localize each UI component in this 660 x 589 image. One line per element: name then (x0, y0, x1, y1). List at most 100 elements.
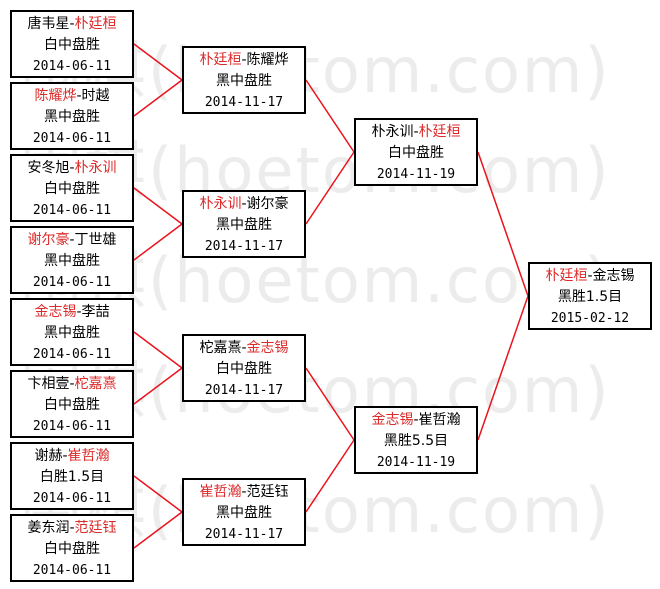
player-separator: - (413, 124, 419, 140)
player-white: 陈耀烨 (246, 52, 289, 68)
player-black: 柁嘉熹 (199, 340, 242, 356)
player-black: 陈耀烨 (34, 88, 77, 104)
bracket-connector (133, 187, 183, 225)
match-players: 陈耀烨-时越 (12, 86, 132, 107)
bracket-connector (133, 79, 183, 117)
match-players: 柁嘉熹-金志锡 (184, 338, 304, 359)
match-result: 白中盘胜 (216, 361, 272, 377)
bracket-connector (305, 367, 355, 441)
match-players: 金志锡-崔哲瀚 (356, 410, 476, 431)
player-black: 朴廷桓 (545, 268, 588, 284)
player-black: 朴永训 (199, 196, 242, 212)
player-white: 朴廷桓 (74, 16, 117, 32)
player-white: 李喆 (81, 304, 110, 320)
match-date: 2014-11-19 (376, 455, 456, 470)
player-separator: - (587, 268, 593, 284)
match-date: 2014-06-11 (32, 59, 112, 74)
bracket-connector (305, 79, 355, 153)
match-result: 黑胜1.5目 (557, 289, 623, 305)
player-separator: - (69, 376, 75, 392)
match-box-round1: 卞相壹-柁嘉熹白中盘胜 2014-06-11 (10, 370, 134, 438)
player-white: 丁世雄 (74, 232, 117, 248)
match-result: 白中盘胜 (44, 181, 100, 197)
player-black: 唐韦星 (27, 16, 70, 32)
match-date: 2014-06-11 (32, 131, 112, 146)
bracket-connector (477, 151, 529, 297)
player-separator: - (69, 160, 75, 176)
bracket-connector (133, 475, 183, 513)
player-separator: - (69, 232, 75, 248)
match-box-final: 朴廷桓-金志锡黑胜1.5目 2015-02-12 (528, 262, 652, 330)
player-black: 谢赫 (34, 448, 63, 464)
match-players: 卞相壹-柁嘉熹 (12, 374, 132, 395)
match-players: 安冬旭-朴永训 (12, 158, 132, 179)
match-result: 黑中盘胜 (216, 217, 272, 233)
player-white: 崔哲瀚 (418, 412, 461, 428)
match-result: 黑中盘胜 (44, 109, 100, 125)
match-date: 2014-11-19 (376, 167, 456, 182)
player-white: 范廷钰 (246, 484, 289, 500)
bracket-connector (133, 367, 183, 405)
match-box-round1: 安冬旭-朴永训白中盘胜 2014-06-11 (10, 154, 134, 222)
match-date: 2014-11-17 (204, 239, 284, 254)
match-date: 2015-02-12 (550, 311, 630, 326)
match-players: 崔哲瀚-范廷钰 (184, 482, 304, 503)
player-white: 朴廷桓 (418, 124, 461, 140)
player-white: 金志锡 (592, 268, 635, 284)
match-date: 2014-11-17 (204, 95, 284, 110)
match-date: 2014-11-17 (204, 383, 284, 398)
player-black: 姜东润 (27, 520, 70, 536)
match-result: 黑中盘胜 (44, 325, 100, 341)
match-box-round2: 崔哲瀚-范廷钰黑中盘胜 2014-11-17 (182, 478, 306, 546)
bracket-connector (133, 223, 183, 261)
player-separator: - (241, 484, 247, 500)
player-white: 崔哲瀚 (67, 448, 110, 464)
match-date: 2014-06-11 (32, 275, 112, 290)
match-players: 朴永训-谢尔豪 (184, 194, 304, 215)
match-date: 2014-06-11 (32, 563, 112, 578)
player-separator: - (69, 16, 75, 32)
match-date: 2014-06-11 (32, 203, 112, 218)
match-date: 2014-11-17 (204, 527, 284, 542)
match-box-round1: 姜东润-范廷钰白中盘胜 2014-06-11 (10, 514, 134, 582)
bracket-connector (477, 295, 529, 441)
match-box-round1: 谢尔豪-丁世雄黑中盘胜 2014-06-11 (10, 226, 134, 294)
match-result: 白中盘胜 (388, 145, 444, 161)
player-black: 安冬旭 (27, 160, 70, 176)
player-separator: - (76, 88, 82, 104)
player-black: 卞相壹 (27, 376, 70, 392)
match-date: 2014-06-11 (32, 419, 112, 434)
match-result: 白胜1.5目 (39, 469, 105, 485)
player-white: 范廷钰 (74, 520, 117, 536)
player-separator: - (241, 52, 247, 68)
match-players: 谢尔豪-丁世雄 (12, 230, 132, 251)
player-separator: - (62, 448, 68, 464)
match-result: 白中盘胜 (44, 541, 100, 557)
match-result: 黑中盘胜 (216, 505, 272, 521)
bracket-connector (133, 43, 183, 81)
player-black: 金志锡 (34, 304, 77, 320)
player-black: 朴永训 (371, 124, 414, 140)
match-players: 姜东润-范廷钰 (12, 518, 132, 539)
player-black: 金志锡 (371, 412, 414, 428)
player-separator: - (241, 340, 247, 356)
player-white: 朴永训 (74, 160, 117, 176)
match-result: 黑胜5.5目 (383, 433, 449, 449)
match-players: 唐韦星-朴廷桓 (12, 14, 132, 35)
player-separator: - (69, 520, 75, 536)
match-box-semifinal: 朴永训-朴廷桓白中盘胜 2014-11-19 (354, 118, 478, 186)
match-result: 白中盘胜 (44, 397, 100, 413)
match-players: 谢赫-崔哲瀚 (12, 446, 132, 467)
bracket-connector (133, 331, 183, 369)
player-white: 时越 (81, 88, 110, 104)
player-white: 柁嘉熹 (74, 376, 117, 392)
match-result: 黑中盘胜 (44, 253, 100, 269)
player-separator: - (76, 304, 82, 320)
player-black: 崔哲瀚 (199, 484, 242, 500)
